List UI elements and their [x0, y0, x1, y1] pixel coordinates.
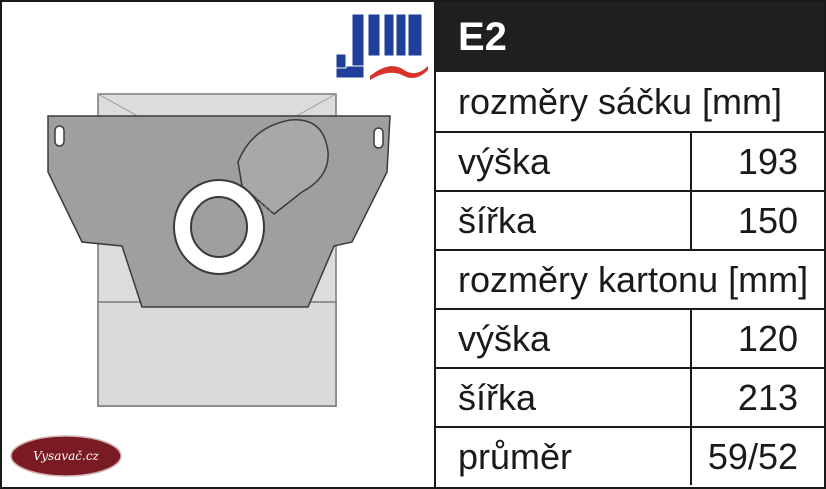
product-code-header: E2: [436, 2, 824, 72]
spec-row-carton-diameter: průměr 59/52: [436, 426, 824, 485]
spec-label: šířka: [436, 369, 692, 426]
spec-value: 120: [737, 317, 798, 359]
bag-section-heading: rozměry sáčku [mm]: [436, 72, 824, 131]
spec-row-carton-height: výška 120: [436, 308, 824, 367]
spec-label: výška: [436, 133, 692, 190]
vysavac-badge-shape: [10, 435, 122, 477]
bag-collar-hole: [190, 196, 248, 258]
illustration-panel: Vysavač.cz: [2, 2, 434, 487]
spec-value: 193: [737, 140, 798, 182]
bag-slot-left: [54, 125, 65, 147]
jolly-fish-mark: [370, 66, 428, 80]
jolly-logo: [335, 8, 428, 80]
spec-row-carton-width: šířka 213: [436, 367, 824, 426]
spec-label: průměr: [436, 428, 692, 485]
bag-heading-text: rozměry sáčku [mm]: [458, 80, 783, 122]
spec-row-bag-width: šířka 150: [436, 190, 824, 249]
carton-section-heading: rozměry kartonu [mm]: [436, 249, 824, 308]
spec-label: výška: [436, 310, 692, 367]
spec-row-bag-height: výška 193: [436, 131, 824, 190]
spec-value: 59/52: [707, 435, 798, 477]
product-code: E2: [458, 14, 507, 59]
bag-slot-right: [373, 127, 384, 149]
spec-table: E2 rozměry sáčku [mm] výška 193 šířka 15…: [434, 2, 824, 487]
dust-bag-illustration: [47, 93, 391, 407]
spec-label: šířka: [436, 192, 692, 249]
carton-front: [97, 301, 337, 407]
carton-heading-text: rozměry kartonu [mm]: [458, 258, 809, 300]
spec-value: 150: [737, 199, 798, 241]
vysavac-badge: Vysavač.cz: [33, 449, 99, 463]
spec-value: 213: [737, 376, 798, 418]
bag-tube: [237, 119, 329, 215]
